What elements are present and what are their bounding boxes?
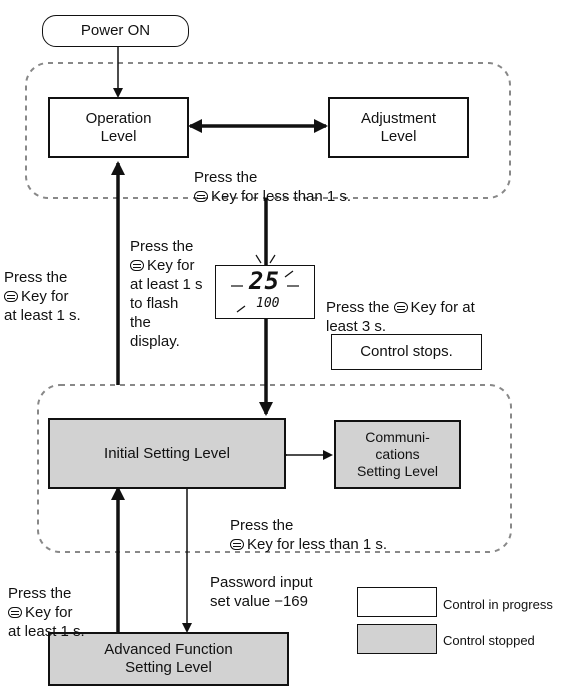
mode-key-icon [4, 291, 18, 302]
advanced-function-setting-level-label: Advanced Function Setting Level [104, 641, 233, 676]
power-on-box: Power ON [42, 15, 189, 47]
note-text: Press the [194, 169, 258, 186]
note-press-3s: Press the Key for at least 3 s. [326, 279, 475, 336]
mode-key-icon [130, 260, 144, 271]
stopped-region [37, 384, 512, 553]
power-on-label: Power ON [80, 22, 151, 39]
display-panel: 25 100 [215, 254, 315, 319]
note-text: Press the [4, 269, 68, 286]
note-text: Press the [326, 299, 390, 316]
operation-level-box: Operation Level [48, 97, 189, 158]
flash-lines-icon [231, 254, 299, 313]
note-text: Key for less than 1 s. [247, 536, 388, 553]
adjustment-level-box: Adjustment Level [328, 97, 469, 158]
legend-swatch-stopped [357, 624, 437, 654]
legend-swatch-in-progress [357, 587, 437, 617]
legend-label-in-progress: Control in progress [443, 597, 553, 612]
note-text: Key for at least 1 s. [4, 288, 81, 324]
legend-label-stopped: Control stopped [443, 633, 535, 648]
control-stops-box: Control stops. [331, 334, 482, 370]
note-text: Key for at least 3 s. [326, 299, 475, 335]
running-region [25, 62, 511, 199]
note-text: Key for at least 1 s. [8, 604, 85, 640]
mode-key-icon [8, 607, 22, 618]
advanced-function-setting-level-box: Advanced Function Setting Level [48, 632, 289, 686]
mode-key-icon [230, 539, 244, 550]
initial-setting-level-label: Initial Setting Level [104, 444, 230, 462]
display-bottom-value: 100 [256, 296, 280, 311]
initial-setting-level-box: Initial Setting Level [48, 418, 286, 489]
note-text: Press the [8, 585, 72, 602]
note-text: Press the [130, 238, 194, 255]
communications-setting-level-box: Communi- cations Setting Level [334, 420, 461, 489]
note-text: Key for at least 1 s to flash the displa… [130, 257, 203, 350]
note-text: Press the [230, 517, 294, 534]
operation-level-label: Operation Level [85, 109, 152, 145]
adjustment-level-label: Adjustment Level [360, 109, 437, 145]
mode-key-icon [194, 191, 208, 202]
display-top-value: 25 [249, 267, 280, 295]
control-stops-label: Control stops. [360, 343, 453, 360]
mode-key-icon [393, 302, 408, 313]
communications-setting-level-label: Communi- cations Setting Level [357, 429, 438, 479]
note-password: Password input set value −169 [210, 574, 313, 610]
note-text: Key for less than 1 s. [211, 188, 352, 205]
